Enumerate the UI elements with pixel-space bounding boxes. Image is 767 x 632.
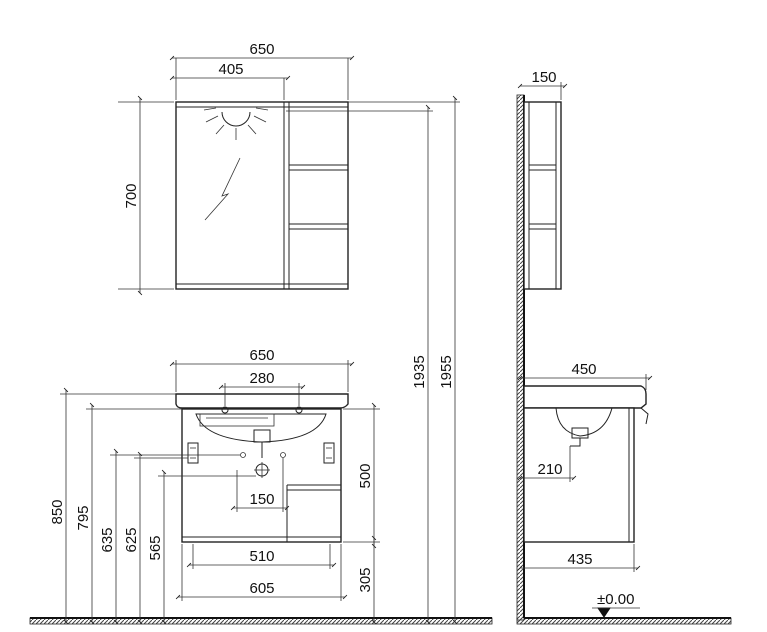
floor-level-label: ±0.00 [597, 591, 634, 608]
dim-label-405: 405 [218, 61, 243, 78]
dim-label-700: 700 [123, 183, 140, 208]
dim-label-280: 280 [249, 370, 274, 387]
dimension-height-625: 625 [123, 451, 188, 625]
dim-label-650-basin: 650 [249, 347, 274, 364]
dim-label-650-top: 650 [249, 41, 274, 58]
dimension-offset-150: 150 [230, 458, 290, 512]
dim-label-210: 210 [537, 461, 562, 478]
dimension-height-1935: 1935 [286, 104, 433, 625]
dimension-mirror-height: 700 [118, 95, 174, 296]
mirror-reflection-icon [204, 157, 241, 221]
dimension-height-565: 565 [147, 469, 256, 625]
dim-label-635: 635 [99, 527, 116, 552]
dim-label-500: 500 [357, 463, 374, 488]
dimension-tap-spacing: 280 [218, 370, 306, 406]
wall-section [516, 94, 525, 621]
dimension-cabinet-width: 605 [175, 544, 348, 601]
dimension-basin-width: 650 [169, 347, 355, 392]
dim-label-150-side: 150 [531, 69, 556, 86]
dim-label-510: 510 [249, 548, 274, 565]
dim-label-625: 625 [123, 527, 140, 552]
floor [29, 617, 732, 625]
dimension-height-850: 850 [49, 387, 176, 625]
bracket-right-icon [323, 442, 335, 464]
dim-label-850: 850 [49, 499, 66, 524]
mirror-cabinet-side [523, 101, 562, 290]
dim-label-305: 305 [357, 567, 374, 592]
dimension-basin-depth: 450 [517, 361, 653, 390]
dimension-height-635: 635 [99, 448, 240, 625]
dimension-cabinet-depth: 435 [517, 544, 641, 572]
handle-icon [640, 407, 649, 425]
dimension-mirror-depth: 150 [517, 69, 568, 100]
dim-label-565: 565 [147, 535, 164, 560]
dimension-floor-gap: 305 [357, 535, 377, 625]
dimension-inner-width: 510 [186, 544, 337, 569]
dimension-height-795: 795 [75, 402, 182, 625]
dimension-cabinet-height: 500 [343, 402, 380, 549]
dim-label-435: 435 [567, 551, 592, 568]
dim-label-150-front: 150 [249, 491, 274, 508]
bracket-left-icon [187, 442, 199, 464]
dimension-drain-offset: 210 [517, 446, 577, 482]
lamp-icon [203, 107, 269, 140]
water-connection-icon [240, 452, 286, 478]
level-triangle-icon [597, 607, 611, 618]
dimension-mirror-total-width: 650 [169, 41, 355, 100]
dimension-mirror-width: 405 [169, 61, 291, 100]
dim-label-605: 605 [249, 580, 274, 597]
dim-label-1935: 1935 [411, 355, 428, 388]
dim-label-1955: 1955 [438, 355, 455, 388]
floor-level-marker: ±0.00 [592, 591, 640, 618]
dim-label-795: 795 [75, 505, 92, 530]
vanity-front [175, 393, 349, 543]
dimension-height-1955: 1955 [348, 95, 460, 625]
vanity-side [523, 385, 649, 543]
dim-label-450: 450 [571, 361, 596, 378]
mirror-cabinet-front [175, 101, 349, 290]
